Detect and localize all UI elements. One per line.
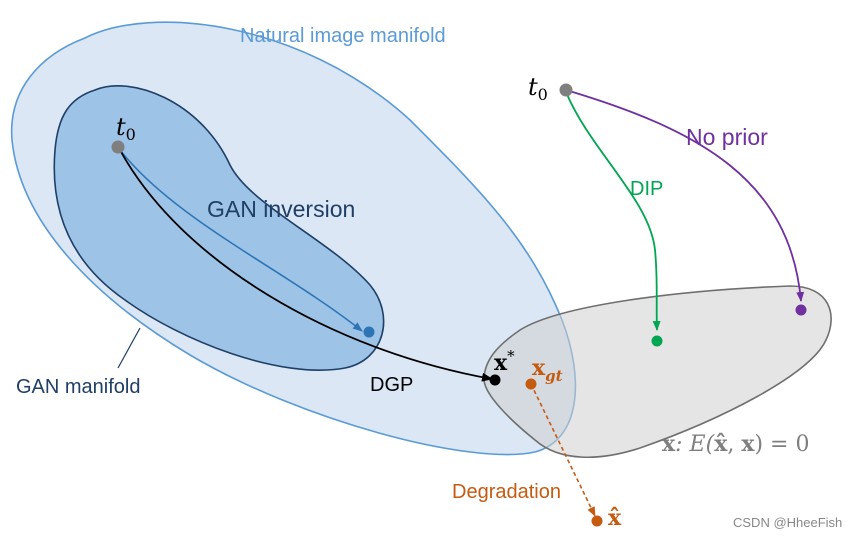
gan-manifold-label: GAN manifold: [16, 376, 141, 398]
x-hat-label: x̂: [608, 505, 622, 531]
no-prior-label: No prior: [686, 124, 768, 150]
constraint-set-region: [483, 285, 832, 459]
degradation-label: Degradation: [452, 481, 561, 503]
x-gt-label: xgt: [532, 355, 563, 385]
start-point-left: [111, 140, 125, 154]
x-star-point: [489, 374, 501, 386]
dip-label: DIP: [630, 178, 663, 200]
gan-inversion-endpoint: [363, 326, 375, 338]
dgp-label: DGP: [370, 374, 413, 396]
gan-inversion-label: GAN inversion: [207, 196, 355, 222]
x-gt-point: [525, 378, 537, 390]
dgp-arrow: [119, 149, 493, 382]
no-prior-endpoint: [795, 304, 807, 316]
constraint-label: x: E(x̂, x) = 0: [662, 431, 809, 457]
degradation-arrow: [530, 383, 596, 517]
dip-endpoint: [651, 335, 663, 347]
start-point-right: [559, 83, 573, 97]
t0-label-right: t0: [528, 73, 548, 104]
gan-inversion-arrow: [119, 149, 363, 332]
no-prior-arrow: [565, 89, 805, 302]
gan-manifold-pointer: [117, 327, 141, 369]
gan-manifold-region: [53, 85, 385, 371]
natural-manifold-label: Natural image manifold: [240, 25, 446, 47]
dip-arrow: [565, 91, 661, 331]
x-hat-point: [591, 515, 603, 527]
t0-label-left: t0: [116, 113, 136, 144]
x-star-label: x*: [494, 347, 515, 376]
watermark-text: CSDN @HheeFish: [733, 515, 842, 530]
